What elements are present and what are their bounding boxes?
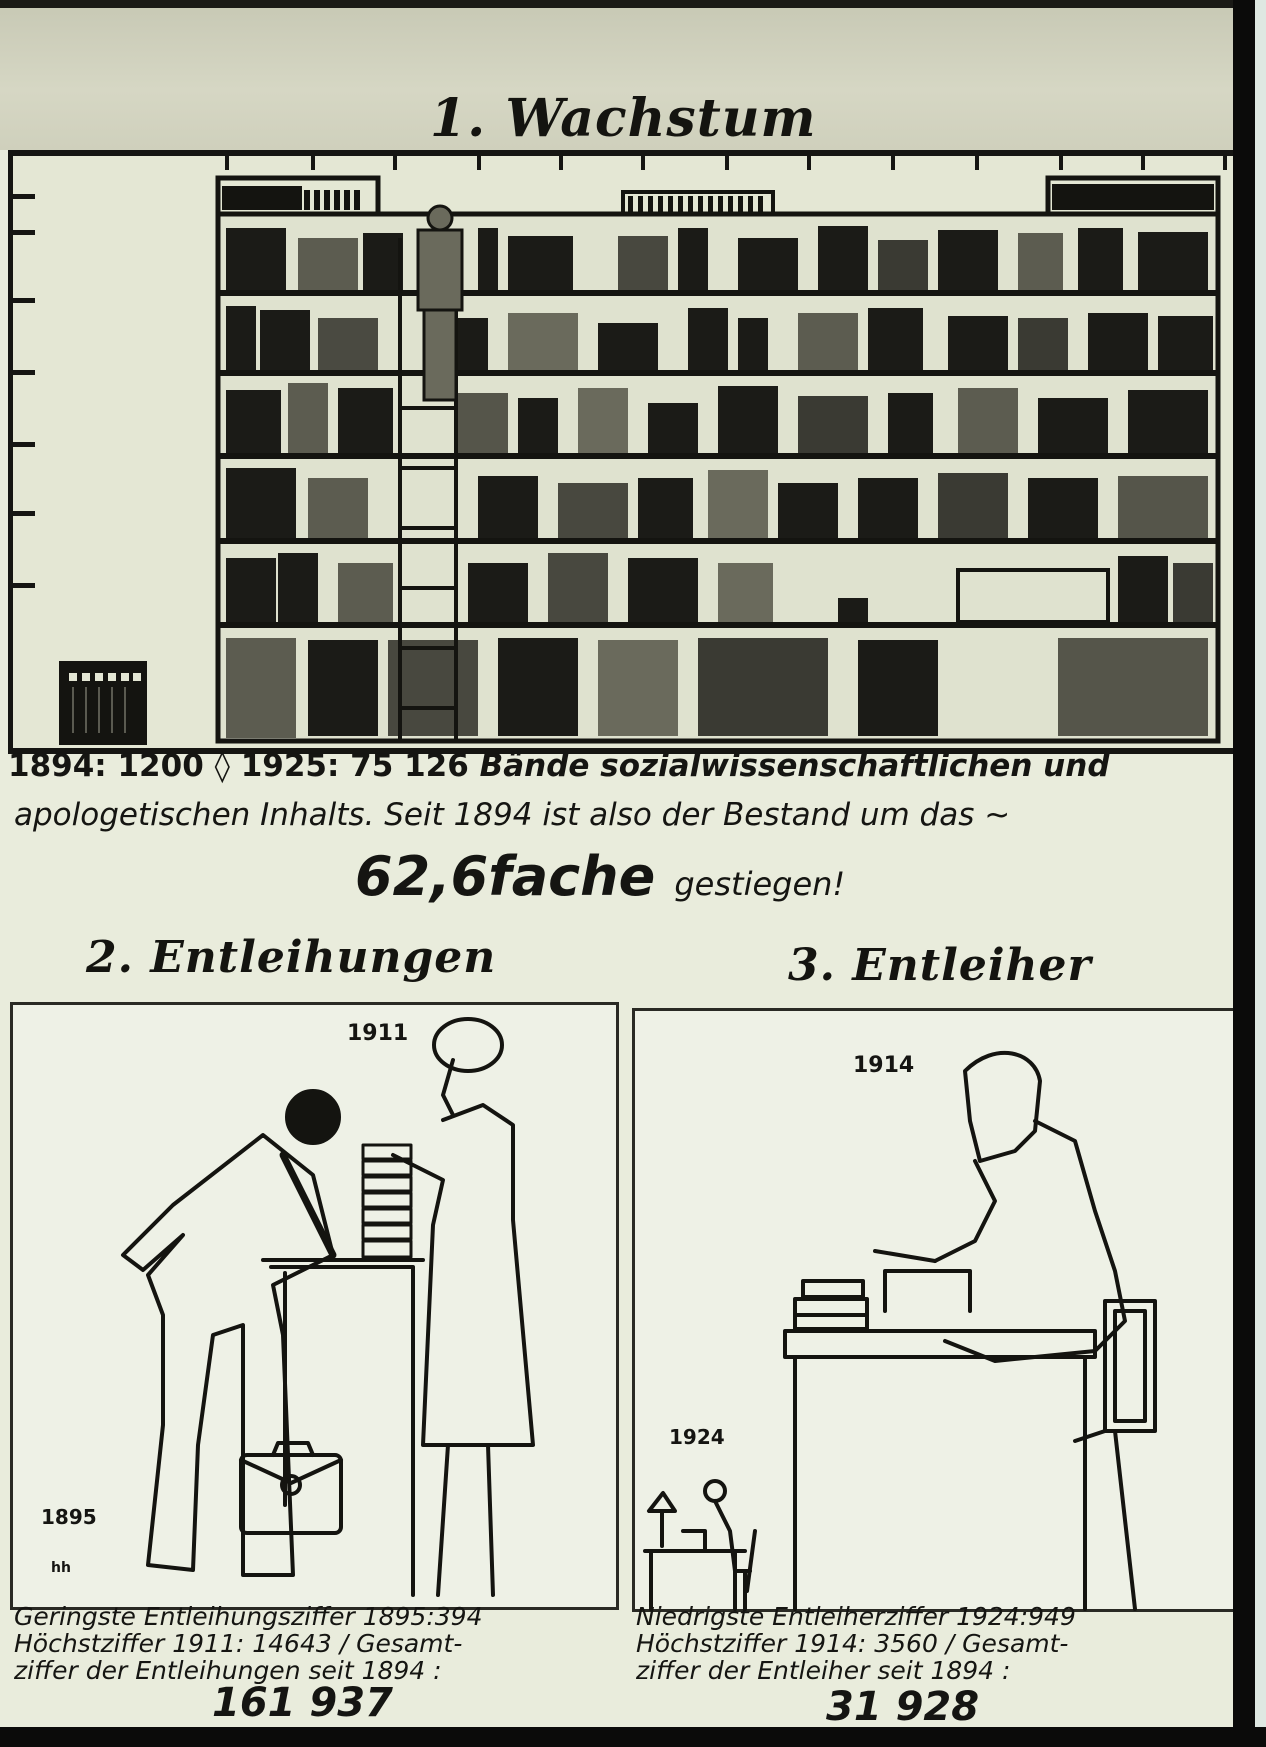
borrowers-illustration <box>643 1051 1157 1611</box>
axis-tick <box>393 156 397 170</box>
loans-total-label: ziffer der Entleihungen seit 1894 : <box>14 1656 442 1685</box>
film-edge-bottom <box>0 1727 1266 1747</box>
axis-tick <box>891 156 895 170</box>
growth-factor-value: 62,6fache <box>355 845 656 908</box>
growth-caption-line1: 1894: 1200 ◊ 1925: 75 126 Bände sozialwi… <box>8 748 1110 784</box>
axis-tick <box>807 156 811 170</box>
top-cropped-heading <box>0 0 1238 8</box>
loans-max-text: Höchstziffer 1911: 14643 / Gesamt- <box>14 1629 463 1658</box>
growth-caption-line2: apologetischen Inhalts. Seit 1894 ist al… <box>14 797 1011 833</box>
section-title-entleiher: 3. Entleiher <box>788 940 1092 991</box>
borrowers-total-value: 31 928 <box>826 1684 980 1730</box>
axis-tick <box>1223 156 1227 170</box>
axis-tick <box>1141 156 1145 170</box>
axis-tick <box>13 230 35 235</box>
axis-tick <box>477 156 481 170</box>
year-1911-label: 1911 <box>347 1021 409 1046</box>
bookcase-1925-bar <box>215 175 1221 744</box>
growth-chart <box>8 150 1241 754</box>
axis-tick <box>975 156 979 170</box>
diamond-separator-icon: ◊ <box>214 748 230 784</box>
year-1924-label: 1924 <box>669 1425 725 1449</box>
axis-tick <box>1059 156 1063 170</box>
year-1894-label: 1894: <box>8 748 107 784</box>
axis-tick <box>641 156 645 170</box>
loans-panel: 1911 1895 hh <box>10 1002 619 1610</box>
borrowers-max-text: Höchstziffer 1914: 3560 / Gesamt- <box>636 1629 1069 1658</box>
year-1914-label: 1914 <box>853 1053 915 1078</box>
top-band <box>0 0 1238 150</box>
section-title-entleihungen: 2. Entleihungen <box>86 932 497 983</box>
borrowers-min-text: Niedrigste Entleiherziffer 1924:949 <box>636 1602 1076 1631</box>
axis-tick <box>13 511 35 516</box>
bookcase-1894-bar <box>59 661 147 745</box>
growth-factor-suffix: gestiegen! <box>674 865 846 903</box>
axis-tick <box>725 156 729 170</box>
axis-tick <box>559 156 563 170</box>
growth-factor: 62,6fache gestiegen! <box>355 845 845 908</box>
loans-total-value: 161 937 <box>212 1680 393 1726</box>
axis-tick <box>13 370 35 375</box>
axis-tick <box>13 298 35 303</box>
borrowers-panel: 1914 1924 <box>632 1008 1233 1612</box>
loans-illustration <box>121 1017 535 1597</box>
artist-monogram: hh <box>51 1560 71 1576</box>
year-1895-label: 1895 <box>41 1505 97 1529</box>
section-title-wachstum: 1. Wachstum <box>430 88 817 149</box>
axis-tick <box>13 194 35 199</box>
axis-tick <box>225 156 229 170</box>
value-1894: 1200 <box>117 748 204 784</box>
axis-tick <box>13 442 35 447</box>
axis-tick <box>311 156 315 170</box>
film-edge-light <box>1255 0 1266 1747</box>
axis-tick <box>13 583 35 588</box>
value-1925: 75 126 <box>350 748 469 784</box>
year-1925-label: 1925: <box>240 748 340 784</box>
loans-min-text: Geringste Entleihungsziffer 1895:394 <box>14 1602 483 1631</box>
borrowers-total-label: ziffer der Entleiher seit 1894 : <box>636 1656 1011 1685</box>
caption-text: Bände sozialwissenschaftlichen und <box>479 748 1110 784</box>
